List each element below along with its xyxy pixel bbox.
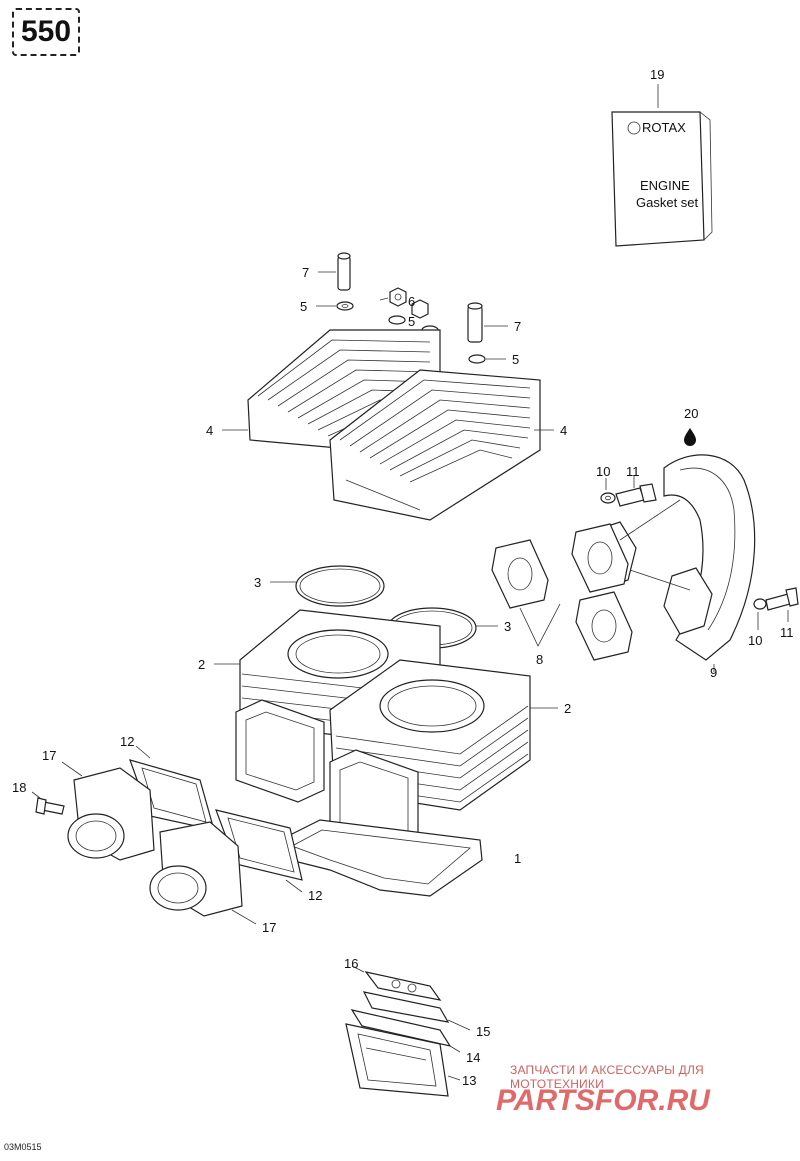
part-label-11a: 11 (626, 464, 640, 479)
stud-7-left[interactable] (337, 252, 351, 291)
kit-line2: Gasket set (636, 195, 699, 210)
exhaust-gasket-c[interactable] (575, 591, 633, 661)
part-label-18: 18 (12, 780, 26, 795)
exhaust-gasket-a[interactable] (491, 539, 549, 609)
part-label-7a: 7 (302, 265, 309, 280)
part-label-20: 20 (684, 406, 698, 421)
watermark-logo: PARTSFOR.RU (496, 1084, 711, 1117)
intake-port-left (235, 699, 325, 803)
exhaust-gasket-b[interactable] (571, 523, 629, 593)
screw-18[interactable] (35, 797, 65, 815)
washer-10-bottom[interactable] (753, 598, 767, 610)
part-label-17a: 17 (42, 748, 56, 763)
reed-petal-15[interactable] (362, 991, 450, 1023)
nut-6-second[interactable] (411, 299, 439, 335)
part-label-3a: 3 (254, 575, 261, 590)
gasket-set-kit[interactable]: ROTAX ENGINE Gasket set (611, 111, 713, 247)
part-label-5c: 5 (512, 352, 519, 367)
part-label-4a: 4 (206, 423, 213, 438)
watermark-text: ЗАПЧАСТИ И АКСЕССУАРЫ ДЛЯ МОТОТЕХНИКИ (510, 1063, 704, 1091)
intake-flange-lower[interactable] (149, 821, 243, 917)
part-label-4b: 4 (560, 423, 567, 438)
part-label-5b: 5 (408, 314, 415, 329)
kit-line1: ENGINE (640, 178, 690, 193)
washer-5-middle[interactable] (388, 315, 406, 325)
part-label-1: 1 (514, 851, 521, 866)
part-label-15: 15 (476, 1024, 490, 1039)
washer-10-top[interactable] (600, 492, 616, 504)
part-label-17b: 17 (262, 920, 276, 935)
part-label-10a: 10 (596, 464, 610, 479)
reed-stop-16[interactable] (364, 971, 442, 1001)
cylinder-head-right[interactable] (329, 369, 541, 521)
washer-5-right[interactable] (468, 354, 486, 364)
kit-brand: ROTAX (642, 120, 686, 135)
sealant-drop-icon (684, 428, 696, 446)
washer-5-left[interactable] (336, 301, 354, 311)
part-label-5a: 5 (300, 299, 307, 314)
part-label-11b: 11 (780, 625, 794, 640)
part-label-6: 6 (408, 294, 415, 309)
reference-code: 03M0515 (4, 1142, 42, 1152)
part-label-13: 13 (462, 1073, 476, 1088)
base-gasket[interactable] (279, 819, 483, 897)
stud-7-right[interactable] (467, 302, 483, 343)
part-label-2b: 2 (564, 701, 571, 716)
o-ring-left[interactable] (295, 565, 385, 607)
part-label-3b: 3 (504, 619, 511, 634)
bolt-11-top[interactable] (615, 483, 657, 507)
part-label-2a: 2 (198, 657, 205, 672)
part-label-7b: 7 (514, 319, 521, 334)
part-label-14: 14 (466, 1050, 480, 1065)
bolt-11-bottom[interactable] (765, 587, 799, 611)
watermark-brand: PARTSFOR.RU (496, 1084, 711, 1117)
part-label-12b: 12 (308, 888, 322, 903)
part-label-12a: 12 (120, 734, 134, 749)
nut-6[interactable] (389, 287, 407, 307)
part-label-16: 16 (344, 956, 358, 971)
part-label-19: 19 (650, 67, 664, 82)
part-label-9: 9 (710, 665, 717, 680)
part-label-8: 8 (536, 652, 543, 667)
part-label-10b: 10 (748, 633, 762, 648)
intake-flange-upper[interactable] (67, 767, 155, 861)
reed-block-13[interactable] (345, 1023, 449, 1097)
diagram-code: 550 (12, 8, 80, 56)
